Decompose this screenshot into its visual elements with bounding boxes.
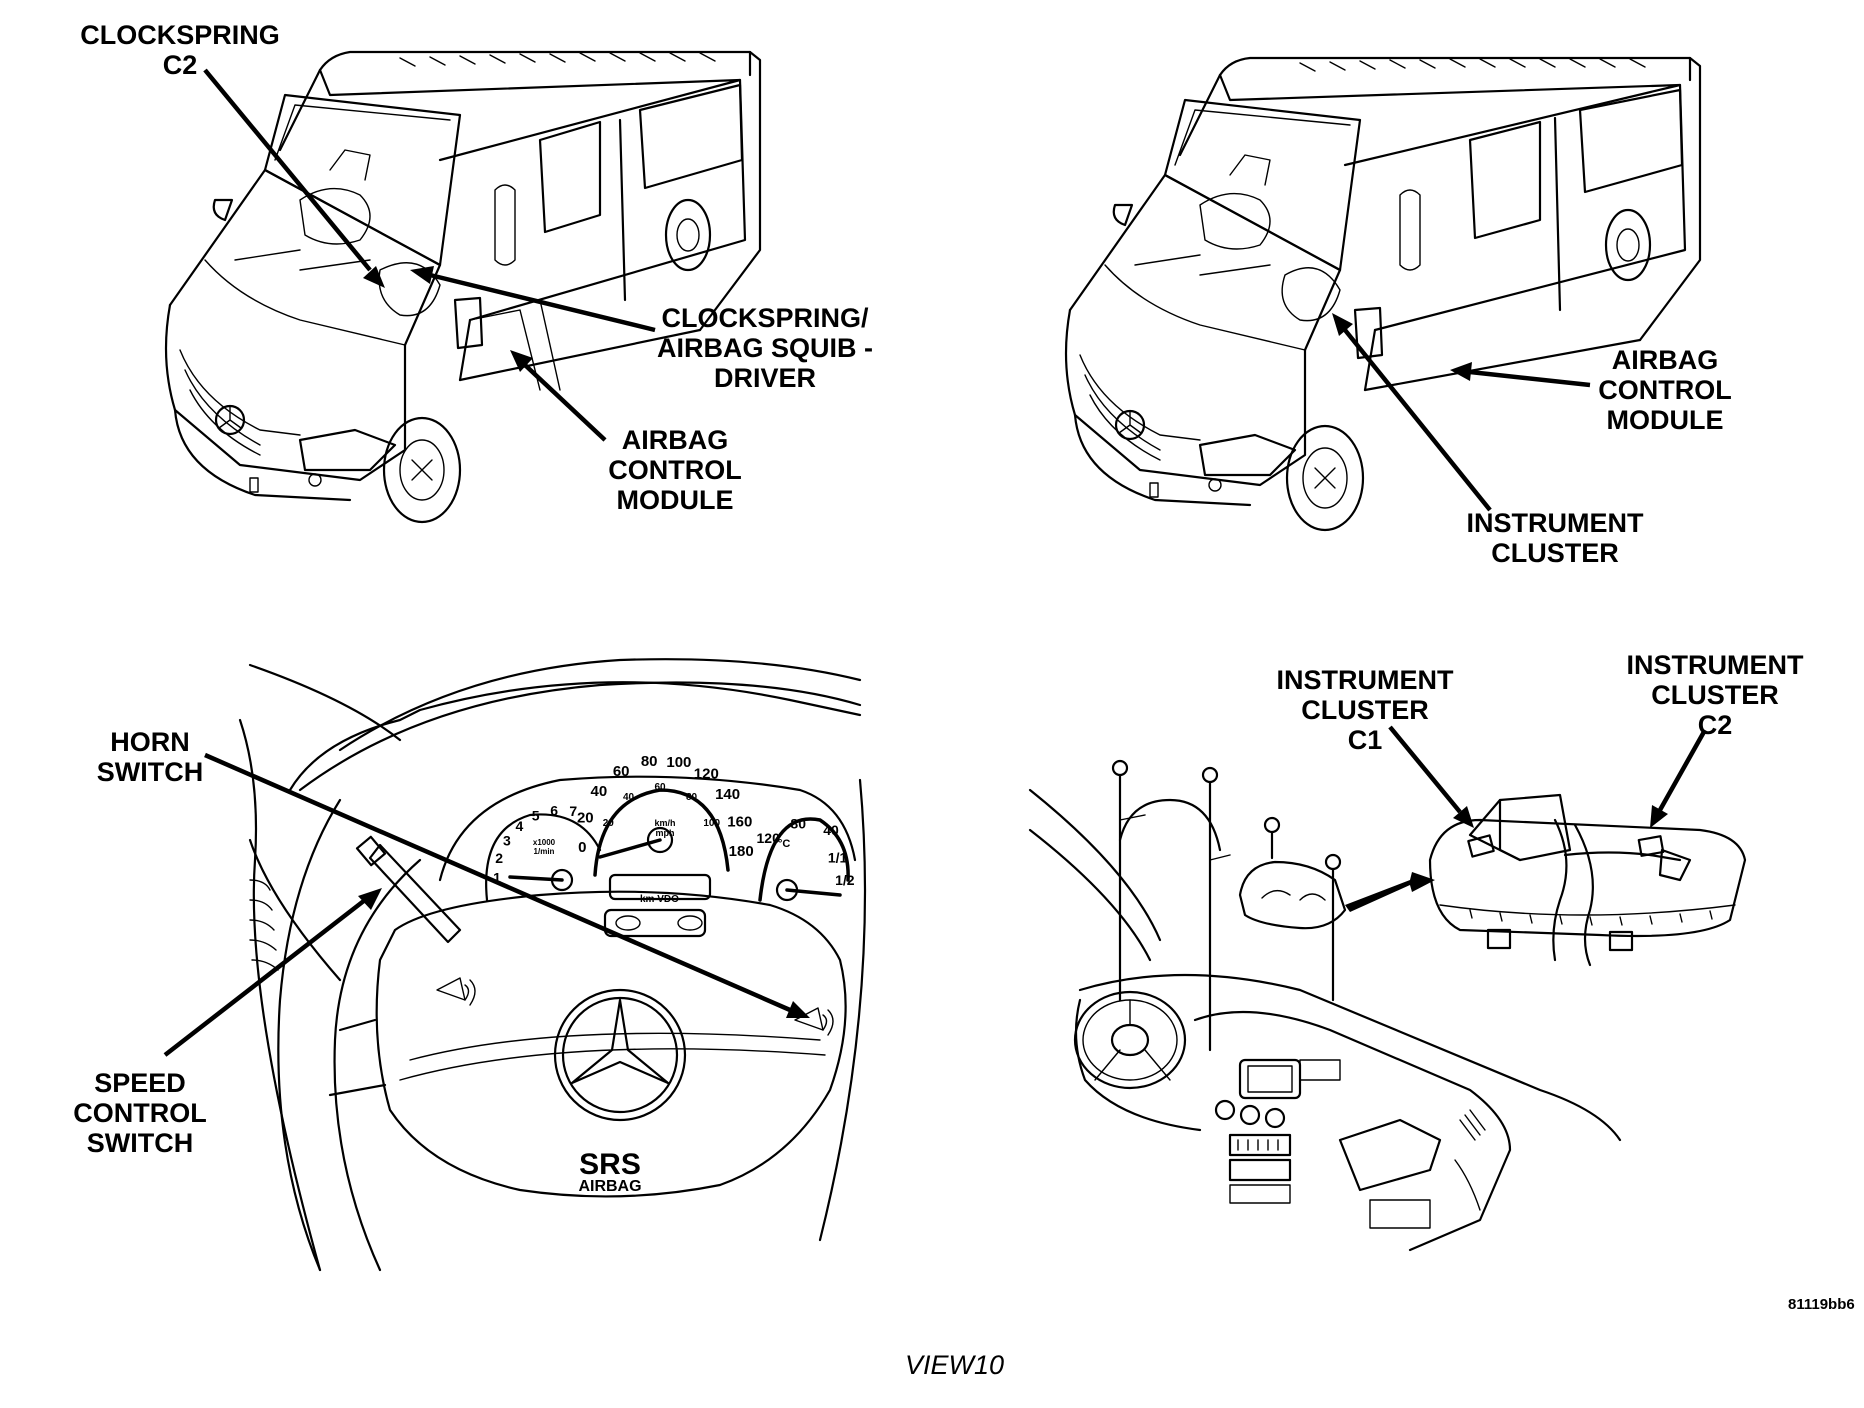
speedometer-tick-4: 80	[641, 753, 658, 770]
label-horn-switch: HORN SWITCH	[96, 727, 204, 787]
tachometer-tick-6: 7	[569, 803, 577, 819]
svg-text:20406080100: 20 40 60 80 100	[603, 782, 721, 829]
speedometer-inner-tick-0: 20	[603, 818, 615, 829]
temperature-tick-2: 40	[823, 822, 839, 838]
label-instrument-cluster-c1: INSTRUMENT CLUSTER C1	[1276, 665, 1454, 755]
tachometer-tick-0: 1	[493, 869, 501, 885]
tachometer-unit: x1000 1/min	[532, 838, 556, 856]
label-clockspring-c2: CLOCKSPRING C2	[80, 20, 280, 80]
speedometer-tick-7: 140	[715, 786, 740, 803]
speedometer-inner-tick-1: 40	[623, 792, 635, 803]
label-instrument-cluster: INSTRUMENT CLUSTER	[1466, 508, 1644, 568]
label-airbag-control-module-right: AIRBAG CONTROL MODULE	[1598, 345, 1732, 435]
steering-wheel-illustration	[238, 658, 867, 1272]
speedometer-inner-tick-2: 60	[654, 782, 666, 793]
tachometer-tick-1: 2	[495, 850, 503, 866]
label-instrument-cluster-c2: INSTRUMENT CLUSTER C2	[1626, 650, 1804, 740]
speedometer-tick-8: 160	[727, 813, 752, 830]
tachometer-tick-3: 4	[516, 818, 524, 834]
speedometer-tick-0: 0	[578, 839, 586, 856]
fuel-tick-1: 1/2	[835, 872, 855, 888]
odometer-label: km VDO	[640, 894, 679, 905]
speedometer-tick-2: 40	[591, 783, 608, 800]
dashboard-illustration	[1028, 759, 1747, 1252]
svg-text:1/11/2: 1/11/2	[828, 850, 855, 889]
speedometer-tick-6: 120	[694, 765, 719, 782]
label-speed-control-switch: SPEED CONTROL SWITCH	[73, 1068, 207, 1158]
temperature-tick-1: 80	[790, 815, 806, 831]
tachometer-tick-2: 3	[503, 833, 511, 849]
van-left-illustration	[164, 50, 762, 524]
srs-text: SRS	[579, 1148, 641, 1181]
speedometer-inner-tick-4: 100	[703, 818, 720, 829]
speedometer-tick-9: 180	[729, 843, 754, 860]
figure-id: 81119bb6	[1788, 1296, 1855, 1313]
van-right-illustration	[1064, 56, 1702, 532]
airbag-text: AIRBAG	[578, 1178, 642, 1195]
leader-arrows	[163, 68, 1707, 1057]
speedometer-tick-3: 60	[613, 763, 630, 780]
speedometer-tick-5: 100	[666, 754, 691, 771]
label-clockspring-airbag-squib-driver: CLOCKSPRING/ AIRBAG SQUIB - DRIVER	[657, 303, 873, 393]
speedometer-tick-1: 20	[577, 809, 594, 826]
tachometer-tick-5: 6	[550, 803, 558, 819]
view-caption: VIEW10	[905, 1350, 1005, 1380]
label-airbag-control-module-left: AIRBAG CONTROL MODULE	[608, 425, 742, 515]
temperature-unit: °C	[778, 838, 791, 850]
fuel-tick-0: 1/1	[828, 850, 848, 866]
tachometer-tick-4: 5	[532, 808, 540, 824]
speedometer-inner-tick-3: 80	[686, 792, 698, 803]
temperature-tick-0: 120	[757, 830, 781, 846]
speedometer-unit: km/h mph	[654, 818, 676, 838]
